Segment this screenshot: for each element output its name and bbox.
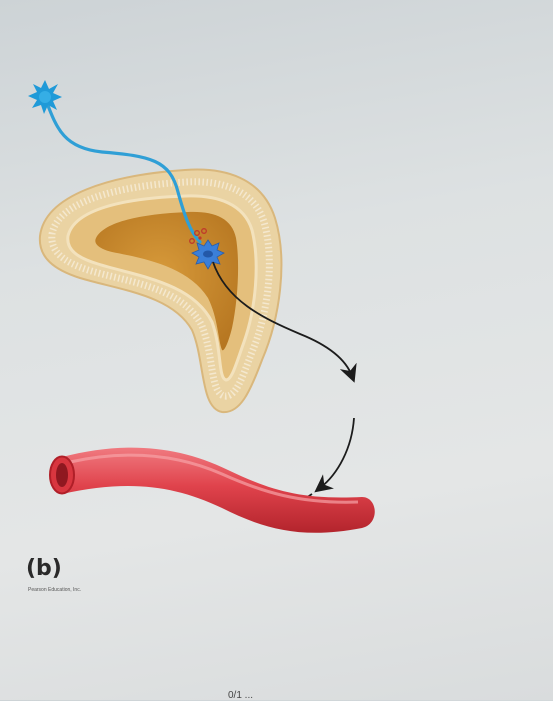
arrow-icon <box>212 261 357 383</box>
blood-vessel <box>49 447 375 533</box>
footer-text: 0/1 ... <box>228 690 254 701</box>
secretory-cell-icon <box>191 239 225 270</box>
vessel-body <box>62 447 375 533</box>
copyright-credit: Pearson Education, Inc. <box>28 587 82 593</box>
secretory-cell <box>189 228 225 270</box>
vessel-highlight <box>69 453 359 504</box>
arrow-icon <box>314 417 355 493</box>
neuron-cell-body-icon <box>28 80 62 114</box>
panel-label: (b) <box>26 556 62 581</box>
axon <box>43 96 202 244</box>
hormone-granules <box>189 228 207 244</box>
gland-tissue <box>38 168 283 414</box>
vessel-lumen <box>56 463 68 487</box>
gland-fringe <box>48 178 273 400</box>
neuron <box>28 80 202 244</box>
